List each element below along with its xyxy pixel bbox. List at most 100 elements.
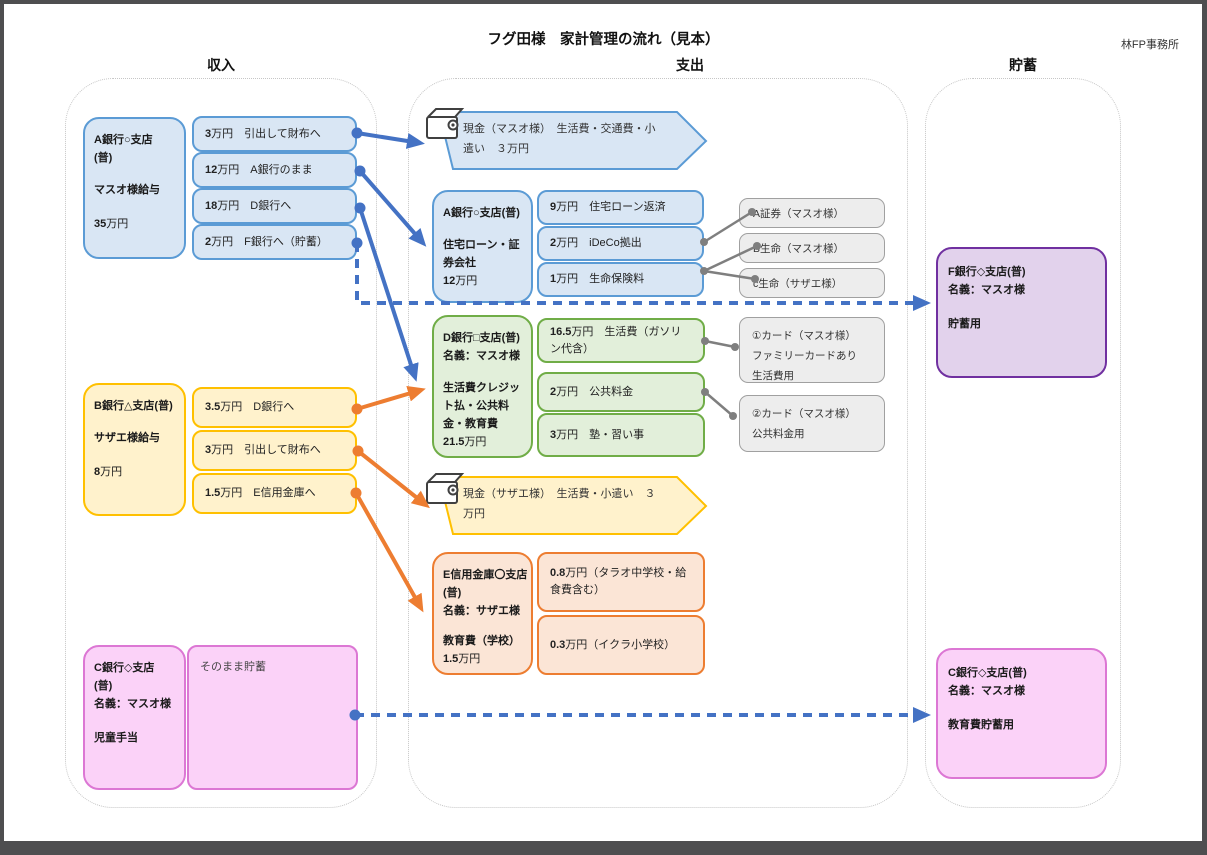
- income-bank-c-block: C銀行◇支店 (普) 名義：マスオ様 児童手当: [83, 645, 186, 790]
- item-number: 0.3: [550, 638, 566, 651]
- item-number: 2: [205, 235, 212, 248]
- bank-amount: 8万円: [94, 463, 178, 481]
- expense-bank-d-item-1: 2万円 公共料金: [537, 372, 705, 412]
- card-line: 公共料金用: [752, 428, 805, 440]
- bank-purpose: 教育費（学校）: [443, 635, 520, 647]
- income-bank-c-note: そのまま貯蓄: [187, 645, 358, 790]
- item-number: 2: [550, 385, 557, 398]
- income-bank-a-item-2: 18万円 D銀行へ: [192, 188, 357, 224]
- cash-masuo-pentagon: [437, 111, 708, 170]
- item-desc: 生活費（ガソリン代含）: [550, 325, 682, 355]
- income-bank-b-item-0: 3.5万円 D銀行へ: [192, 387, 357, 428]
- item-unit: 万円: [220, 487, 243, 499]
- income-container: [65, 78, 377, 808]
- item-unit: 万円: [556, 273, 579, 285]
- card-line: 生活費用: [752, 370, 794, 382]
- item-unit: 万円: [565, 638, 588, 651]
- bank-name-line: B銀行△支店(普): [94, 400, 173, 412]
- card-box-0: ①カード（マスオ様） ファミリーカードあり 生活費用: [739, 317, 885, 383]
- item-unit: 万円: [556, 428, 579, 441]
- item-unit: 万円: [571, 325, 594, 338]
- bank-purpose: 住宅ローン・証券会社: [443, 239, 520, 269]
- expense-credit-e-block: E信用金庫〇支店 (普) 名義：サザエ様 教育費（学校） 1.5万円: [432, 552, 533, 675]
- expense-bank-a-item-1: 2万円 iDeCo拠出: [537, 226, 704, 261]
- amount-number: 8: [94, 466, 101, 478]
- bank-amount: 1.5万円: [443, 650, 528, 668]
- bank-name-line: C銀行◇支店: [94, 662, 155, 674]
- amount-number: 35: [94, 218, 107, 230]
- savings-bank-f-block: F銀行◇支店(普) 名義：マスオ様 貯蓄用: [936, 247, 1107, 378]
- bank-name-line: (普): [94, 680, 113, 692]
- item-number: 1.5: [205, 487, 221, 499]
- office-label: 林FP事務所: [1120, 39, 1179, 51]
- bank-name-line: A銀行○支店: [94, 134, 153, 146]
- income-bank-a-item-3: 2万円 F銀行へ（貯蓄）: [192, 224, 357, 260]
- income-bank-b-block: B銀行△支店(普) サザエ様給与 8万円: [83, 383, 186, 516]
- item-desc: F銀行へ（貯蓄）: [233, 235, 328, 248]
- bank-name-line: F銀行◇支店(普): [948, 266, 1026, 278]
- savings-container: [925, 78, 1121, 808]
- item-number: 16.5: [550, 325, 572, 338]
- bank-owner: 名義：マスオ様: [948, 284, 1025, 296]
- amount-unit: 万円: [458, 653, 481, 665]
- item-unit: 万円: [217, 199, 240, 212]
- bank-purpose: 児童手当: [94, 732, 138, 744]
- bank-owner: 名義：マスオ様: [443, 350, 520, 362]
- amount-number: 12: [443, 275, 456, 287]
- item-desc: D銀行へ: [242, 401, 295, 413]
- item-desc: A銀行のまま: [239, 163, 313, 176]
- item-desc: iDeCo拠出: [578, 237, 642, 249]
- item-number: 0.8: [550, 567, 566, 579]
- bank-name-line: (普): [443, 587, 462, 599]
- amount-unit: 万円: [100, 466, 123, 478]
- bank-amount: 21.5万円: [443, 433, 528, 451]
- bank-owner: 名義：マスオ様: [948, 685, 1025, 697]
- item-desc: （タラオ中学校・給食費含む）: [550, 567, 687, 596]
- item-desc: 引出して財布へ: [233, 127, 321, 140]
- note-text: そのまま貯蓄: [200, 661, 266, 673]
- item-unit: 万円: [556, 385, 579, 398]
- card-line: ①カード（マスオ様）: [752, 330, 856, 342]
- item-unit: 万円: [211, 235, 234, 248]
- item-desc: 塾・習い事: [578, 428, 645, 441]
- bank-name-line: D銀行□支店(普): [443, 332, 520, 344]
- card-box-1: ②カード（マスオ様） 公共料金用: [739, 395, 885, 452]
- expense-container: [408, 78, 908, 808]
- item-number: 18: [205, 199, 218, 212]
- bank-amount: 12万円: [443, 272, 528, 290]
- amount-unit: 万円: [464, 436, 487, 448]
- income-bank-b-item-1: 3万円 引出して財布へ: [192, 430, 357, 471]
- item-desc: （イクラ小学校）: [587, 638, 676, 651]
- cash-masuo-label: 現金（マスオ様） 生活費・交通費・小遣い ３万円: [463, 123, 656, 155]
- item-number: 3: [205, 127, 212, 140]
- bank-name-line: (普): [94, 152, 113, 164]
- expense-credit-e-item-1: 0.3万円（イクラ小学校）: [537, 615, 705, 675]
- item-unit: 万円: [565, 567, 588, 579]
- expense-credit-e-item-0: 0.8万円（タラオ中学校・給食費含む）: [537, 552, 705, 612]
- cash-sazae-pentagon: [437, 476, 708, 535]
- bank-name-line: A銀行○支店(普): [443, 207, 520, 219]
- item-unit: 万円: [556, 237, 579, 249]
- item-unit: 万円: [211, 127, 234, 140]
- cash-sazae-label: 現金（サザエ様） 生活費・小遣い ３万円: [463, 488, 656, 520]
- bank-purpose: 生活費クレジット払・公共料金・教育費: [443, 382, 520, 430]
- item-unit: 万円: [217, 163, 240, 176]
- amount-unit: 万円: [455, 275, 478, 287]
- item-desc: D銀行へ: [239, 199, 292, 212]
- column-header-expense: 支出: [676, 57, 704, 73]
- institution-box-1: B生命（マスオ様）: [739, 233, 885, 263]
- expense-bank-a-item-0: 9万円 住宅ローン返済: [537, 190, 704, 225]
- expense-bank-d-block: D銀行□支店(普) 名義：マスオ様 生活費クレジット払・公共料金・教育費 21.…: [432, 315, 533, 458]
- bank-owner: サザエ様給与: [94, 432, 160, 444]
- savings-bank-c-block: C銀行◇支店(普) 名義：マスオ様 教育費貯蓄用: [936, 648, 1107, 779]
- amount-number: 1.5: [443, 653, 459, 665]
- bank-purpose: 貯蓄用: [948, 318, 981, 330]
- bank-name-line: C銀行◇支店(普): [948, 667, 1027, 679]
- item-desc: 公共料金: [578, 385, 634, 398]
- card-line: ②カード（マスオ様）: [752, 408, 856, 420]
- wallet-icon: [426, 473, 465, 504]
- amount-unit: 万円: [106, 218, 129, 230]
- item-desc: E信用金庫へ: [242, 487, 316, 499]
- item-number: 12: [205, 163, 218, 176]
